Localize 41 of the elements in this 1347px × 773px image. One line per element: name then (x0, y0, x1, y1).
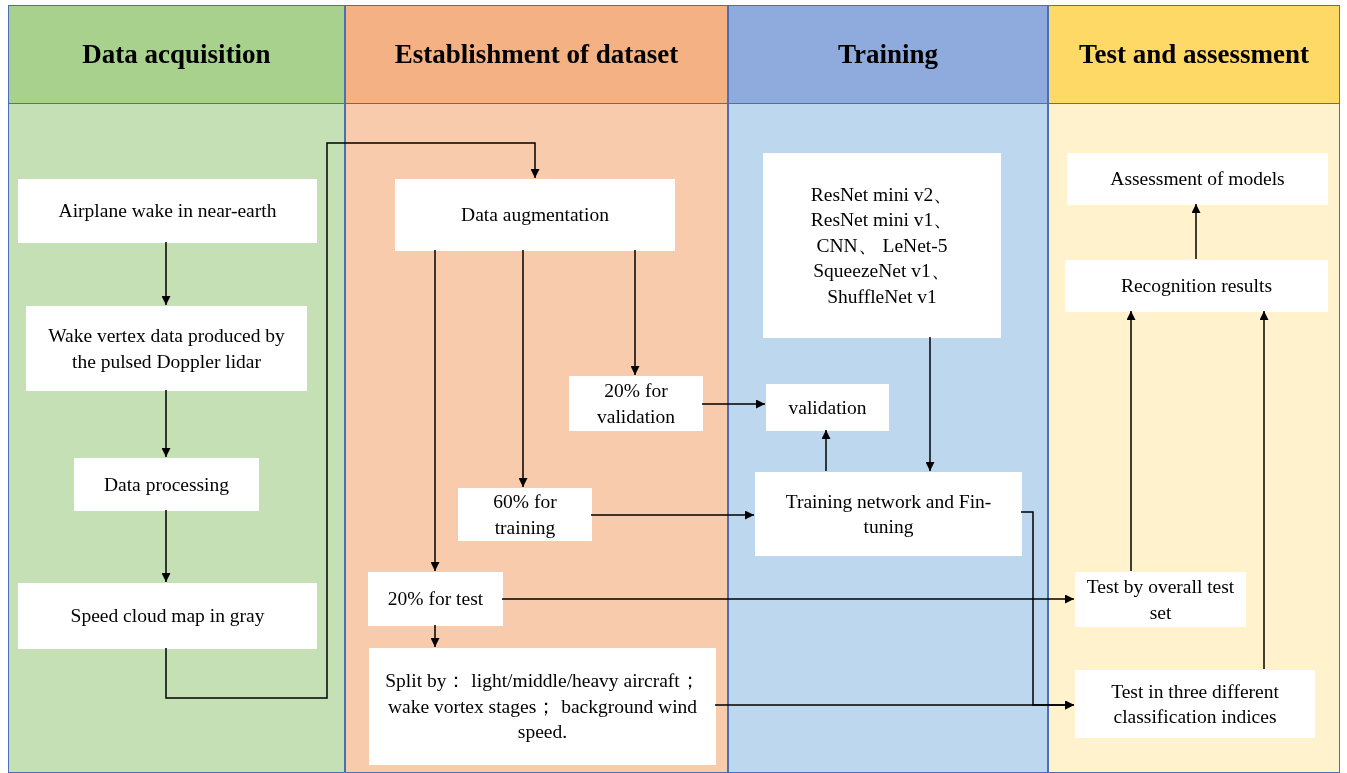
arrow (1191, 203, 1201, 260)
process-box: Split by： light/middle/heavy aircraft； wake vortex stages； background wind speed. (369, 648, 716, 765)
arrow (501, 594, 1075, 604)
process-box: 20% for test (368, 572, 503, 626)
process-box: Data processing (74, 458, 259, 511)
arrow (430, 249, 440, 572)
process-box: Training network and Fin-tuning (755, 472, 1022, 556)
arrow (1020, 511, 1075, 710)
arrow (161, 509, 171, 583)
arrow (430, 624, 440, 648)
process-box: 20% for validation (569, 376, 703, 431)
arrow (630, 249, 640, 376)
process-box: Speed cloud map in gray (18, 583, 317, 649)
process-box: Data augmentation (395, 179, 675, 251)
arrow (925, 336, 935, 472)
lane-header: Establishment of dataset (346, 6, 727, 104)
process-box: Wake vertex data produced by the pulsed Doppler lidar (26, 306, 307, 391)
process-box: Airplane wake in near-earth (18, 179, 317, 243)
arrow (1126, 310, 1136, 572)
process-box: 60% for training (458, 488, 592, 541)
lane-header: Training (729, 6, 1047, 104)
lane-header: Data acquisition (9, 6, 344, 104)
swimlane (345, 5, 728, 773)
process-box: ResNet mini v2、 ResNet mini v1、 CNN、 LeNet-5 SqueezeNet v1、 ShuffleNet v1 (763, 153, 1001, 338)
lane-header: Test and assessment (1049, 6, 1339, 104)
process-box: Test by overall test set (1075, 572, 1246, 627)
arrow (1259, 310, 1269, 670)
process-box: validation (766, 384, 889, 431)
swimlane (728, 5, 1048, 773)
arrow (161, 389, 171, 458)
process-box: Assessment of models (1067, 153, 1328, 205)
process-box: Test in three different classification indices (1075, 670, 1315, 738)
swimlane (8, 5, 345, 773)
arrow (165, 142, 540, 699)
arrow (161, 241, 171, 306)
arrow (590, 510, 755, 520)
process-box: Recognition results (1065, 260, 1328, 312)
arrow (821, 429, 831, 472)
swimlane (1048, 5, 1340, 773)
arrow (518, 249, 528, 488)
arrow (701, 399, 766, 409)
